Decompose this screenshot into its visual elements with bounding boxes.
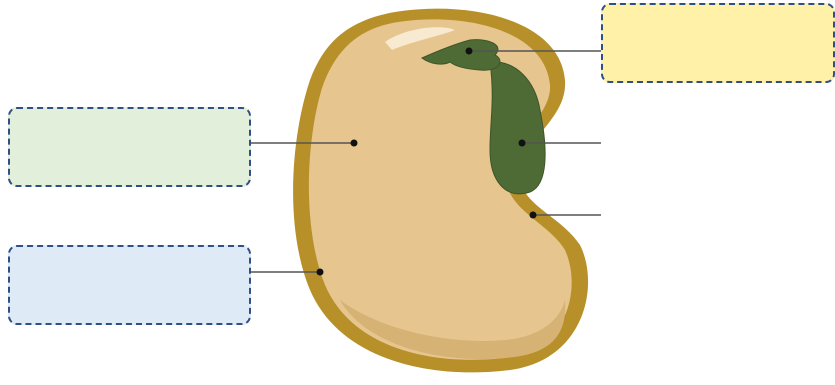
leader-dot-plumule: [466, 48, 473, 55]
leader-dot-seed-coat: [317, 269, 324, 276]
label-box-left-bottom[interactable]: [8, 245, 251, 325]
leader-dot-micropyle: [530, 212, 537, 219]
label-box-left-top[interactable]: [8, 107, 251, 187]
leader-dot-radicle: [519, 140, 526, 147]
label-box-right-top[interactable]: [601, 3, 835, 83]
leader-dot-cotyledon: [351, 140, 358, 147]
